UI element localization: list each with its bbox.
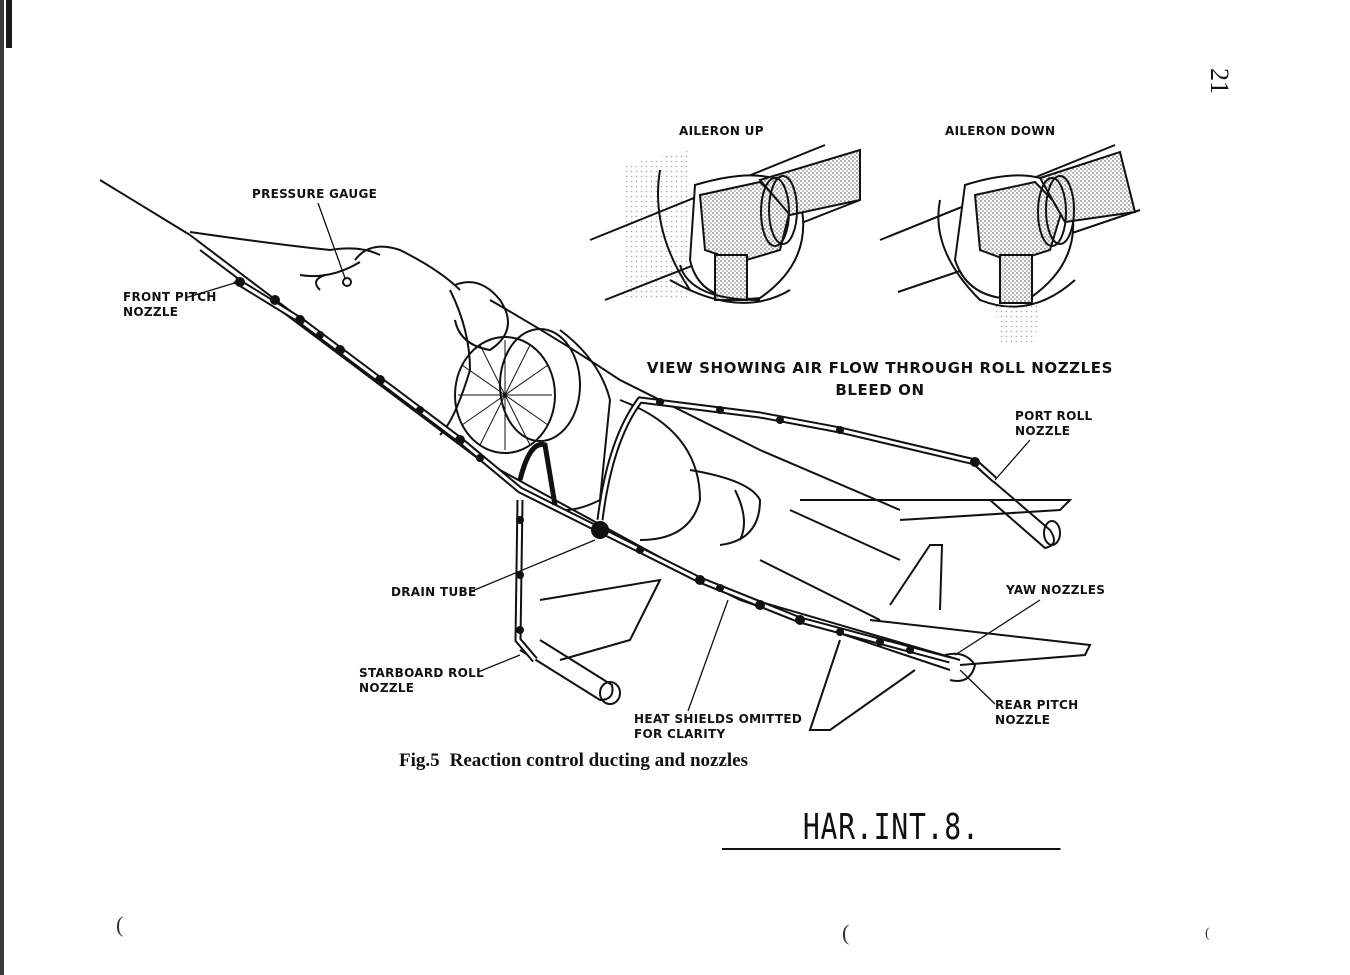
margin-mark-center: ( [842,920,850,945]
callout-rear-pitch-nozzle: REAR PITCH NOZZLE [995,698,1079,727]
reference-code: HAR.INT.8. [722,808,1061,850]
label-aileron-down: AILERON DOWN [945,124,1056,138]
callout-front-pitch-nozzle: FRONT PITCH NOZZLE [123,290,217,319]
pressure-gauge-dial [342,277,352,287]
scan-frame-edge [0,0,4,975]
callout-pressure-gauge: PRESSURE GAUGE [252,187,378,201]
margin-mark-left: ( [116,912,124,937]
callout-port-roll-nozzle: PORT ROLL NOZZLE [1015,409,1093,438]
figure-caption: Fig.5 Reaction control ducting and nozzle… [399,750,748,772]
margin-mark-right: ( [1205,926,1210,941]
view-caption: VIEW SHOWING AIR FLOW THROUGH ROLL NOZZL… [646,359,1114,399]
label-aileron-up: AILERON UP [679,124,764,138]
callout-starboard-roll-nozzle: STARBOARD ROLL NOZZLE [359,666,485,695]
inset-aileron-down [879,144,1141,345]
callout-leader-lines [184,202,1041,712]
inset-aileron-up [589,144,861,304]
figure-number: Fig.5 [399,750,440,771]
engine-fan-blades [458,340,552,450]
reaction-control-ducting [233,277,998,664]
figure-title: Reaction control ducting and nozzles [449,750,749,771]
callout-yaw-nozzles: YAW NOZZLES [1006,583,1106,597]
page-number: 21 [1205,68,1234,94]
callout-heat-shields: HEAT SHIELDS OMITTED FOR CLARITY [634,712,803,741]
scan-frame-mark [6,0,12,48]
callout-drain-tube: DRAIN TUBE [391,585,477,599]
duct-couplings [235,277,980,654]
